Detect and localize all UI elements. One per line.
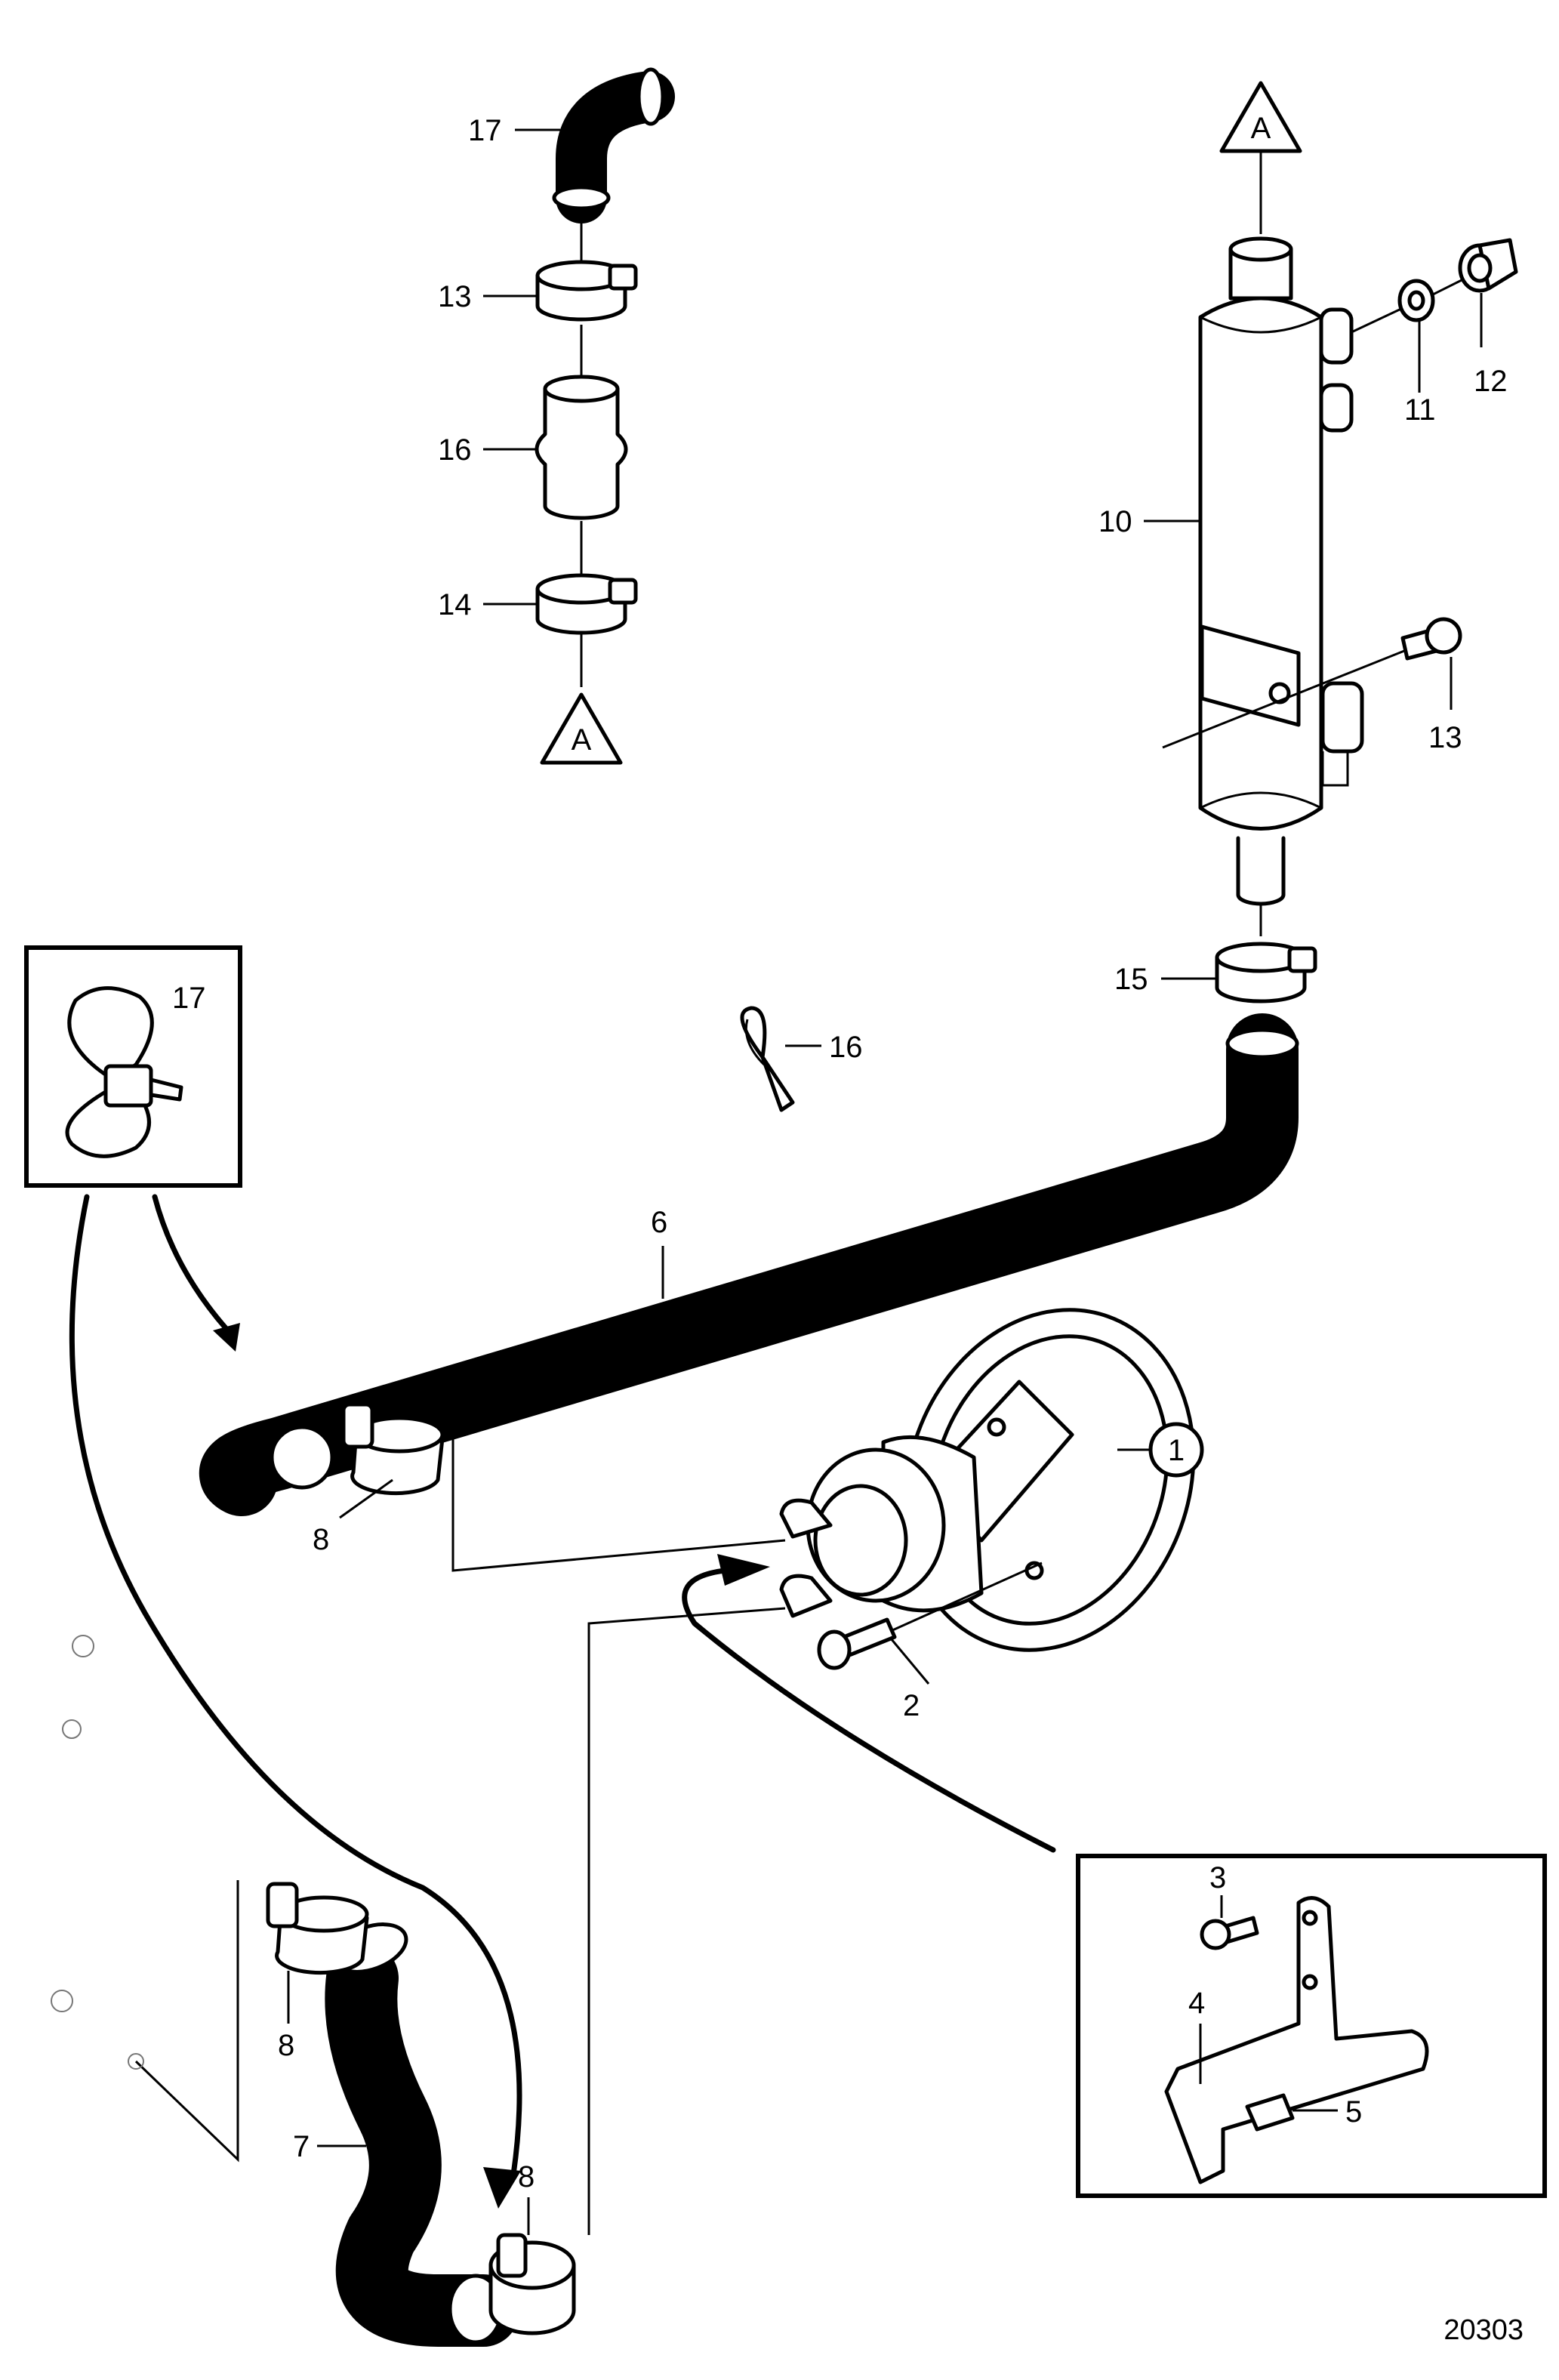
part-label-6: 6 [651, 1206, 667, 1239]
drain-plug [1458, 238, 1518, 293]
part-label-8-upper: 8 [313, 1523, 329, 1556]
hose-clamp-upper [535, 260, 638, 322]
heat-exchanger [1198, 236, 1364, 906]
rubber-pad [1245, 2093, 1295, 2132]
part-label-13-middle: 14 [438, 588, 472, 621]
bracket-bolt [1200, 1916, 1259, 1950]
pump-screw [817, 1617, 897, 1670]
coolant-hose-long [199, 1013, 1299, 1516]
hose-clamp-middle [535, 573, 638, 635]
part-label-16: 16 [829, 1031, 863, 1064]
part-label-5: 5 [1345, 2095, 1362, 2129]
part-label-8-middle: 8 [278, 2029, 294, 2062]
part-label-9: 10 [1098, 505, 1132, 538]
p-clip [740, 1006, 795, 1112]
flange-bolt [1400, 617, 1462, 661]
part-callout-circle-1 [1148, 1422, 1204, 1478]
routing-arrow-from-inset [69, 1194, 522, 2209]
part-label-13-right: 15 [1114, 963, 1148, 996]
part-label-17: 17 [172, 982, 206, 1015]
part-label-2: 2 [903, 1689, 920, 1722]
part-label-7: 7 [293, 2130, 310, 2163]
hose-clamp-hose-7-top [266, 1882, 369, 1975]
reference-marker-a: A [572, 723, 592, 757]
part-label-15: 17 [468, 114, 502, 147]
reference-marker-a-upper: A [1251, 112, 1271, 145]
reference-triangle-upper: A [1219, 81, 1302, 153]
figure-reference-number: 20303 [1443, 2314, 1524, 2346]
coolant-hose-bent [325, 1922, 519, 2347]
part-label-13-upper: 13 [438, 280, 472, 313]
hose-clamp-hose-7-bottom [488, 2233, 576, 2335]
hose-clamp-hose-end [341, 1402, 445, 1496]
part-label-1: 1 [1168, 1434, 1185, 1467]
part-label-11: 12 [1474, 365, 1508, 398]
water-pump [779, 1308, 1196, 1652]
reference-triangle-lower: A [540, 692, 623, 765]
routing-arrow-to-pump [682, 1554, 1056, 1853]
elbow-hose [552, 67, 675, 224]
part-label-14: 16 [438, 433, 472, 467]
part-label-8-lower: 8 [518, 2160, 535, 2193]
part-label-12: 13 [1428, 721, 1462, 754]
scan-artifacts [51, 1635, 144, 2070]
part-label-3: 3 [1209, 1861, 1226, 1894]
twin-hose-clip [65, 986, 183, 1158]
connecting-sleeve [535, 375, 628, 520]
part-label-4: 4 [1188, 1987, 1205, 2020]
hose-clamp-right [1215, 942, 1317, 1003]
part-label-10: 11 [1404, 393, 1436, 427]
sealing-washer [1397, 279, 1435, 322]
support-bracket [1164, 1896, 1429, 2184]
